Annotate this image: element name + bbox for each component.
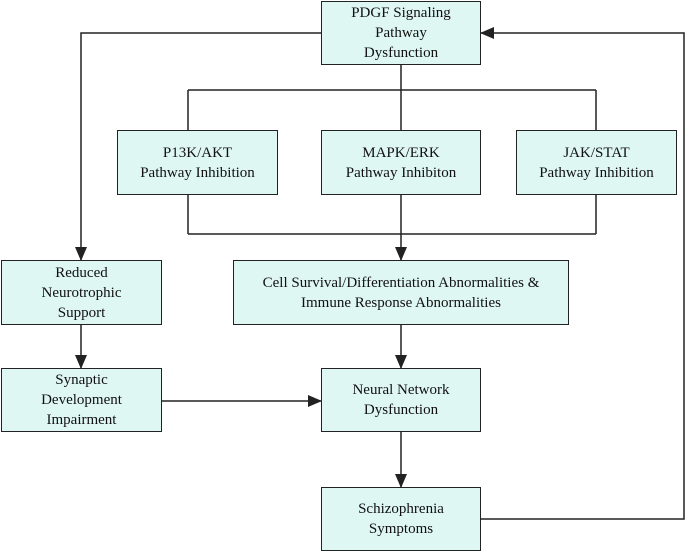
node-label-line: Impairment: [46, 412, 117, 428]
node-label-line: Cell Survival/Differentiation Abnormalit…: [262, 274, 540, 291]
node-cell-survival-immune-abnormalities: Cell Survival/Differentiation Abnormalit…: [233, 260, 569, 325]
node-label-line: Pathway Inhibiton: [345, 164, 457, 181]
node-synaptic-development-impairment: Synaptic Development Impairment: [1, 368, 162, 432]
node-label-line: Neurotrophic: [41, 284, 122, 301]
node-label-line: Dysfunction: [363, 402, 439, 418]
node-label-line: Development: [41, 392, 122, 408]
node-jak-stat-inhibition: JAK/STAT Pathway Inhibition: [516, 130, 677, 195]
node-label-line: PDGF Signaling: [351, 5, 451, 21]
node-label-line: Reduced: [55, 264, 108, 281]
edge-schizo-to-pdgf: [480, 27, 685, 520]
node-label-line: Immune Response Abnormalities: [301, 294, 501, 311]
node-reduced-neurotrophic-support: Reduced Neurotrophic Support: [1, 260, 162, 325]
node-schizophrenia-symptoms: Schizophrenia Symptoms: [321, 487, 481, 551]
node-label-line: Symptoms: [368, 521, 434, 537]
node-label-line: Neural Network: [352, 382, 450, 398]
edge-pdgf-to-neuro: [75, 32, 321, 261]
node-label-line: P13K/AKT: [162, 144, 233, 161]
node-label-line: Pathway Inhibition: [140, 164, 255, 181]
node-label-line: Pathway Inhibition: [539, 164, 654, 181]
node-pi3k-akt-inhibition: P13K/AKT Pathway Inhibition: [117, 130, 278, 195]
node-label-line: Pathway: [375, 25, 427, 41]
node-neural-network-dysfunction: Neural Network Dysfunction: [321, 368, 481, 432]
node-label-line: Synaptic: [55, 372, 108, 388]
node-label-line: Schizophrenia: [358, 501, 444, 517]
node-mapk-erk-inhibition: MAPK/ERK Pathway Inhibiton: [321, 130, 481, 195]
node-label-line: Support: [57, 304, 106, 321]
node-label-line: MAPK/ERK: [362, 144, 440, 161]
node-label-line: Dysfunction: [363, 45, 439, 61]
node-label-line: JAK/STAT: [563, 144, 630, 161]
node-pdgf-signaling-dysfunction: PDGF Signaling Pathway Dysfunction: [321, 1, 481, 65]
